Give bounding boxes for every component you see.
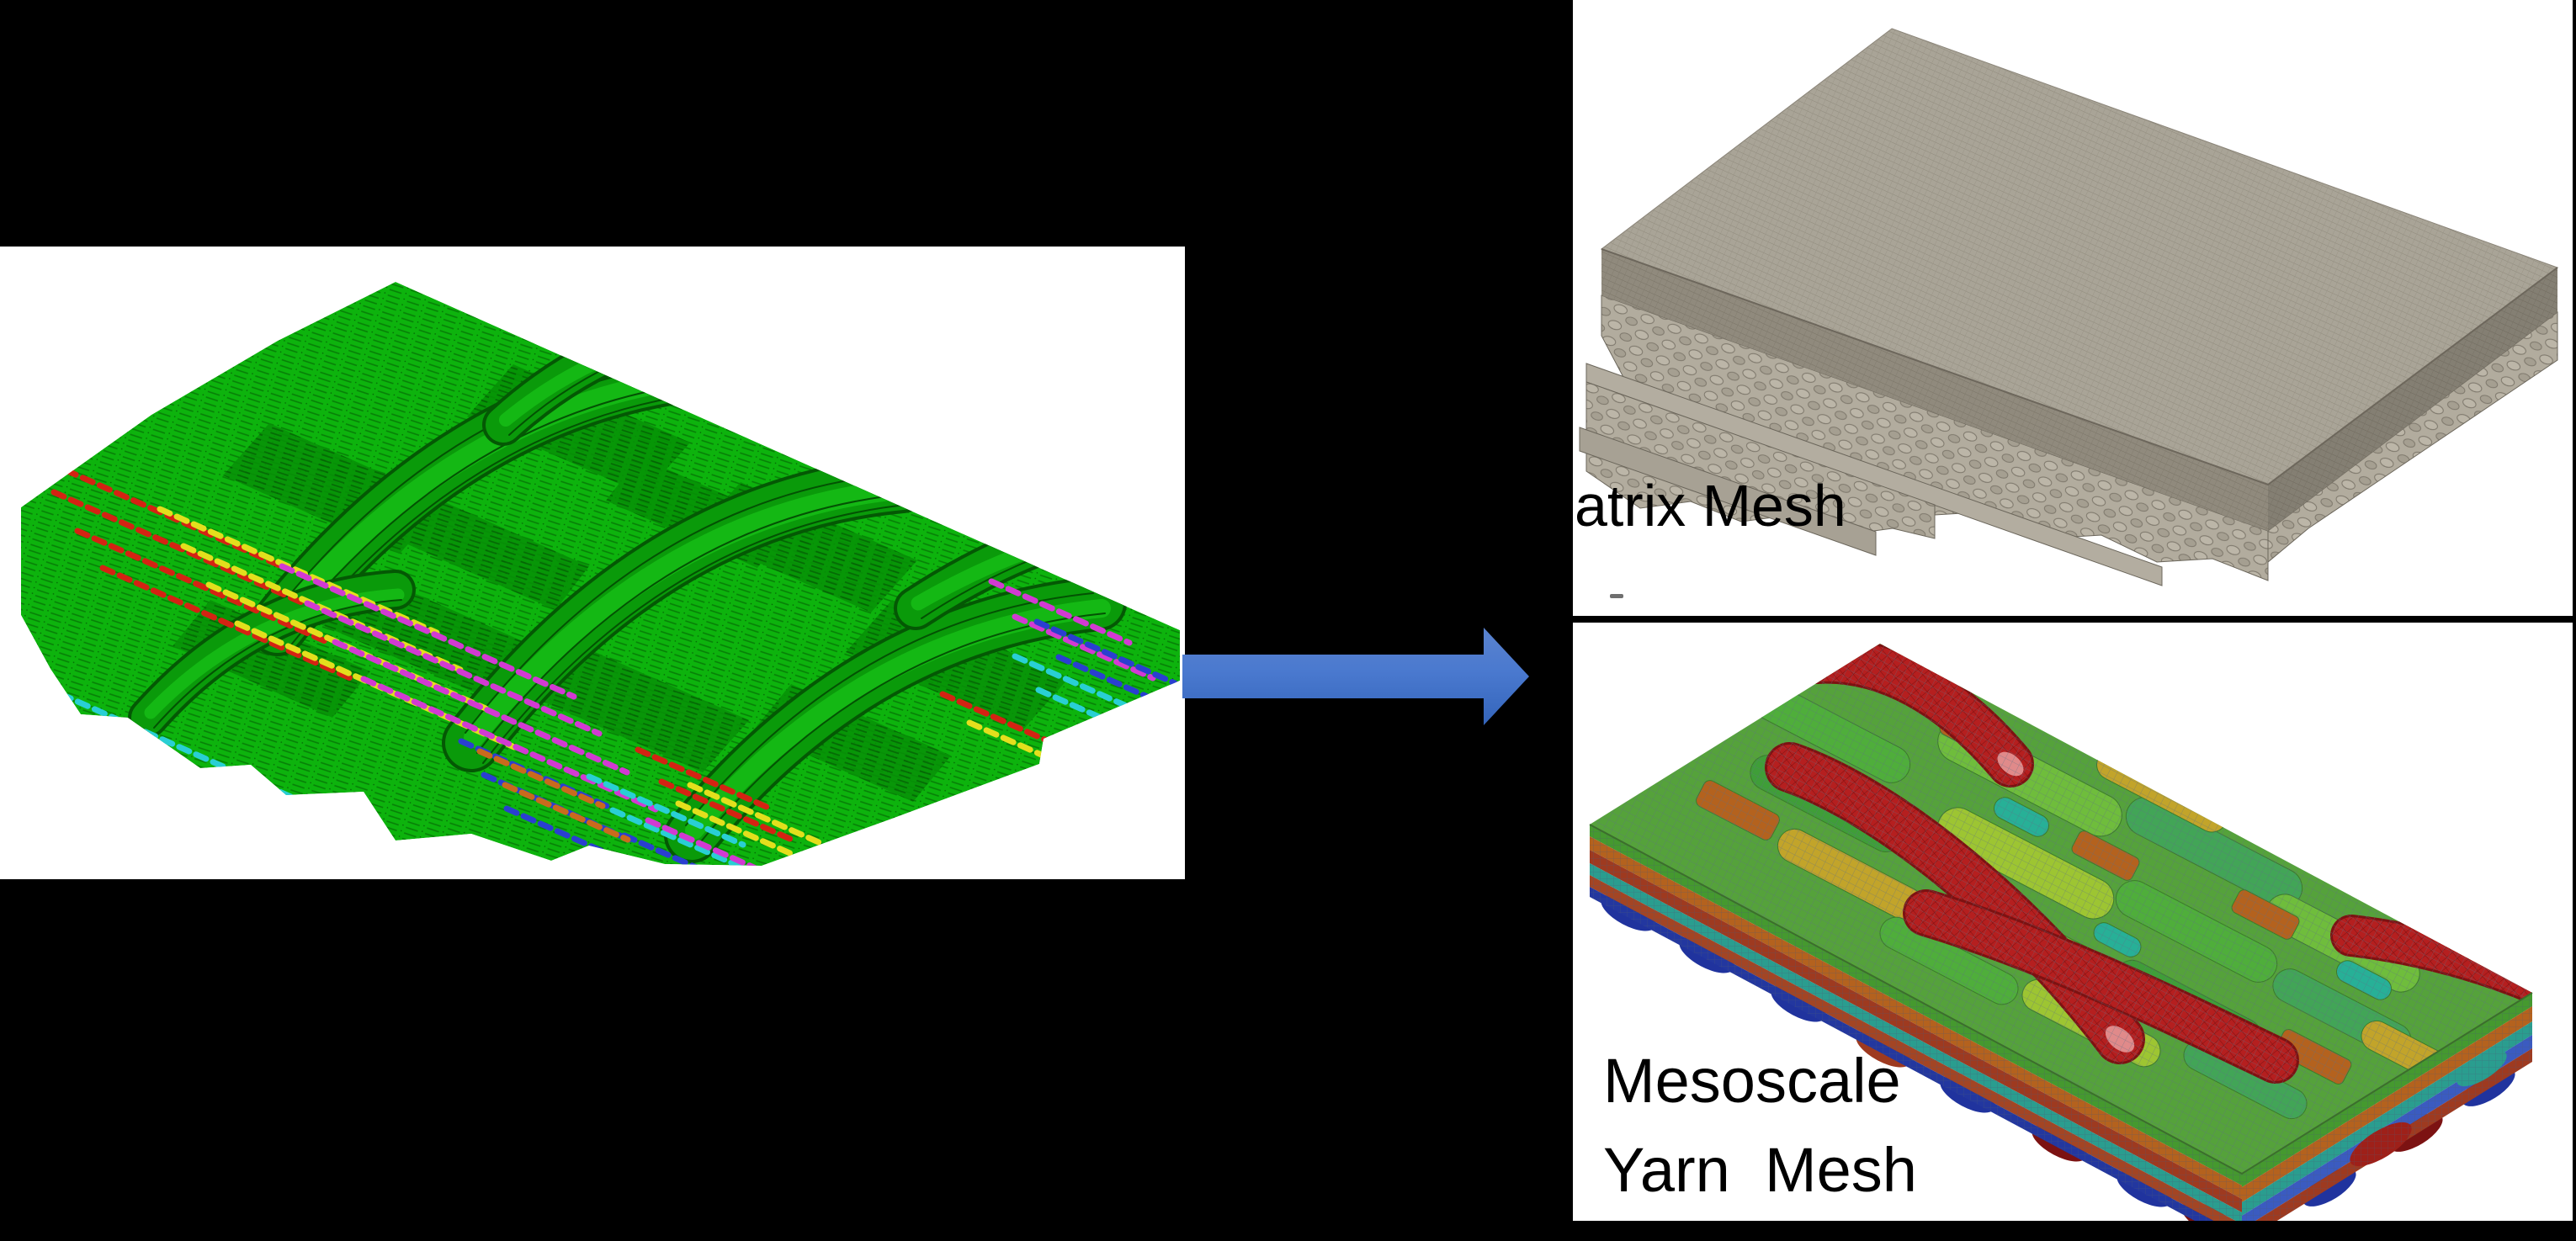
stray-mark [1610, 594, 1623, 598]
yarn-side-left [1590, 825, 2242, 1221]
yarn-mesh-figure [1589, 644, 2533, 1221]
right-arrow-icon [1182, 628, 1529, 725]
fiber-mesh-figure [21, 282, 1180, 866]
matrix-lower-layers [1579, 294, 2558, 586]
matrix-mesh-figure [1579, 28, 2559, 586]
yarn-side-right [2242, 993, 2532, 1221]
yarn-mesh-label-line1: Mesoscale [1603, 1046, 1901, 1116]
matrix-mesh-label: atrix Mesh [1575, 473, 1846, 538]
yarn-mesh-label-line2: Yarn Mesh [1603, 1135, 1917, 1205]
matrix-top-slab [1600, 28, 2559, 531]
fiber-model-panel [0, 247, 1185, 879]
fiber-fringes [21, 452, 1180, 866]
matrix-mesh-panel: atrix Mesh [1573, 0, 2573, 616]
